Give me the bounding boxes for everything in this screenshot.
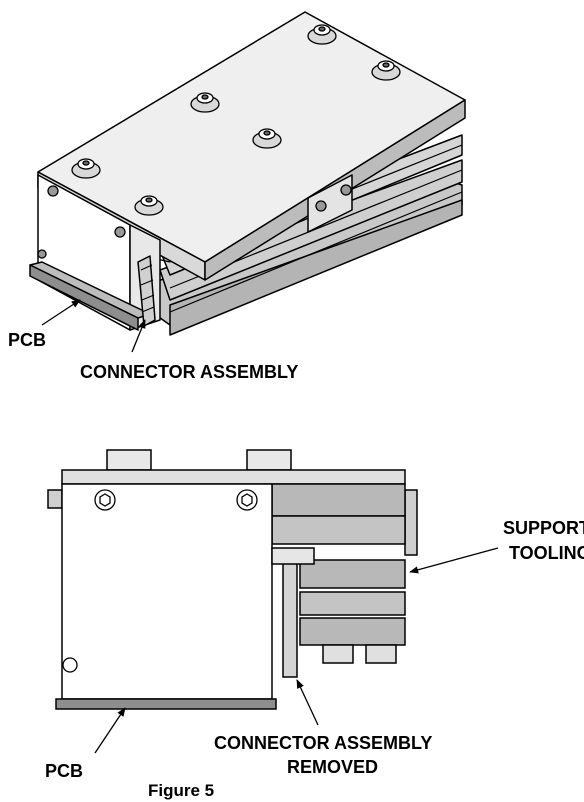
screw — [371, 60, 401, 81]
figure-caption: Figure 5 — [148, 781, 214, 800]
side-screw — [37, 249, 47, 259]
side-tab-right — [404, 489, 418, 556]
label-support-line1: SUPPORT — [503, 518, 584, 538]
connector-leader-top — [131, 319, 146, 353]
support-plate-lower-face — [169, 199, 463, 336]
enclosure-screws — [62, 489, 258, 673]
connector-leader-bottom — [296, 679, 319, 726]
screw — [190, 92, 220, 113]
label-connector-bottom-line2: REMOVED — [287, 757, 378, 777]
tooling-plate — [271, 483, 406, 517]
side-tab-left — [47, 489, 63, 509]
tooling-plate — [271, 515, 406, 545]
connector-assembly-detail — [140, 264, 155, 313]
enclosure-side — [61, 483, 273, 700]
label-pcb-top: PCB — [8, 330, 46, 350]
side-screw — [47, 185, 59, 197]
connector-housing — [271, 547, 315, 565]
hex-socket-icon — [99, 493, 111, 507]
pcb-leader-bottom — [94, 707, 126, 754]
label-connector-bottom-line1: CONNECTOR ASSEMBLY — [214, 733, 432, 753]
screw — [71, 158, 101, 179]
bracket-screw — [340, 184, 352, 196]
bracket-screw — [315, 200, 327, 212]
screw — [307, 24, 337, 45]
screw-head — [106, 449, 152, 471]
lid-screws — [37, 24, 401, 259]
hex-screw — [62, 657, 78, 673]
screw-head — [246, 449, 292, 471]
foot — [365, 644, 397, 664]
side-screw — [114, 226, 126, 238]
label-support-line2: TOOLING — [509, 543, 584, 563]
foot — [322, 644, 354, 664]
side-view — [47, 449, 418, 710]
tooling-plate — [299, 617, 406, 646]
screw — [252, 128, 282, 149]
side-lid — [61, 469, 406, 485]
pcb-leader-top — [41, 299, 81, 326]
tooling-plate — [299, 559, 406, 589]
label-pcb-bottom: PCB — [45, 761, 83, 781]
hex-socket-icon — [241, 493, 253, 507]
screw — [134, 195, 164, 216]
tooling-plate — [299, 591, 406, 616]
support-leader — [409, 547, 499, 574]
label-connector-top: CONNECTOR ASSEMBLY — [80, 362, 298, 382]
connector-assembly-side — [282, 551, 298, 678]
pcb-plate-front — [29, 264, 139, 331]
pcb-side — [55, 698, 277, 710]
